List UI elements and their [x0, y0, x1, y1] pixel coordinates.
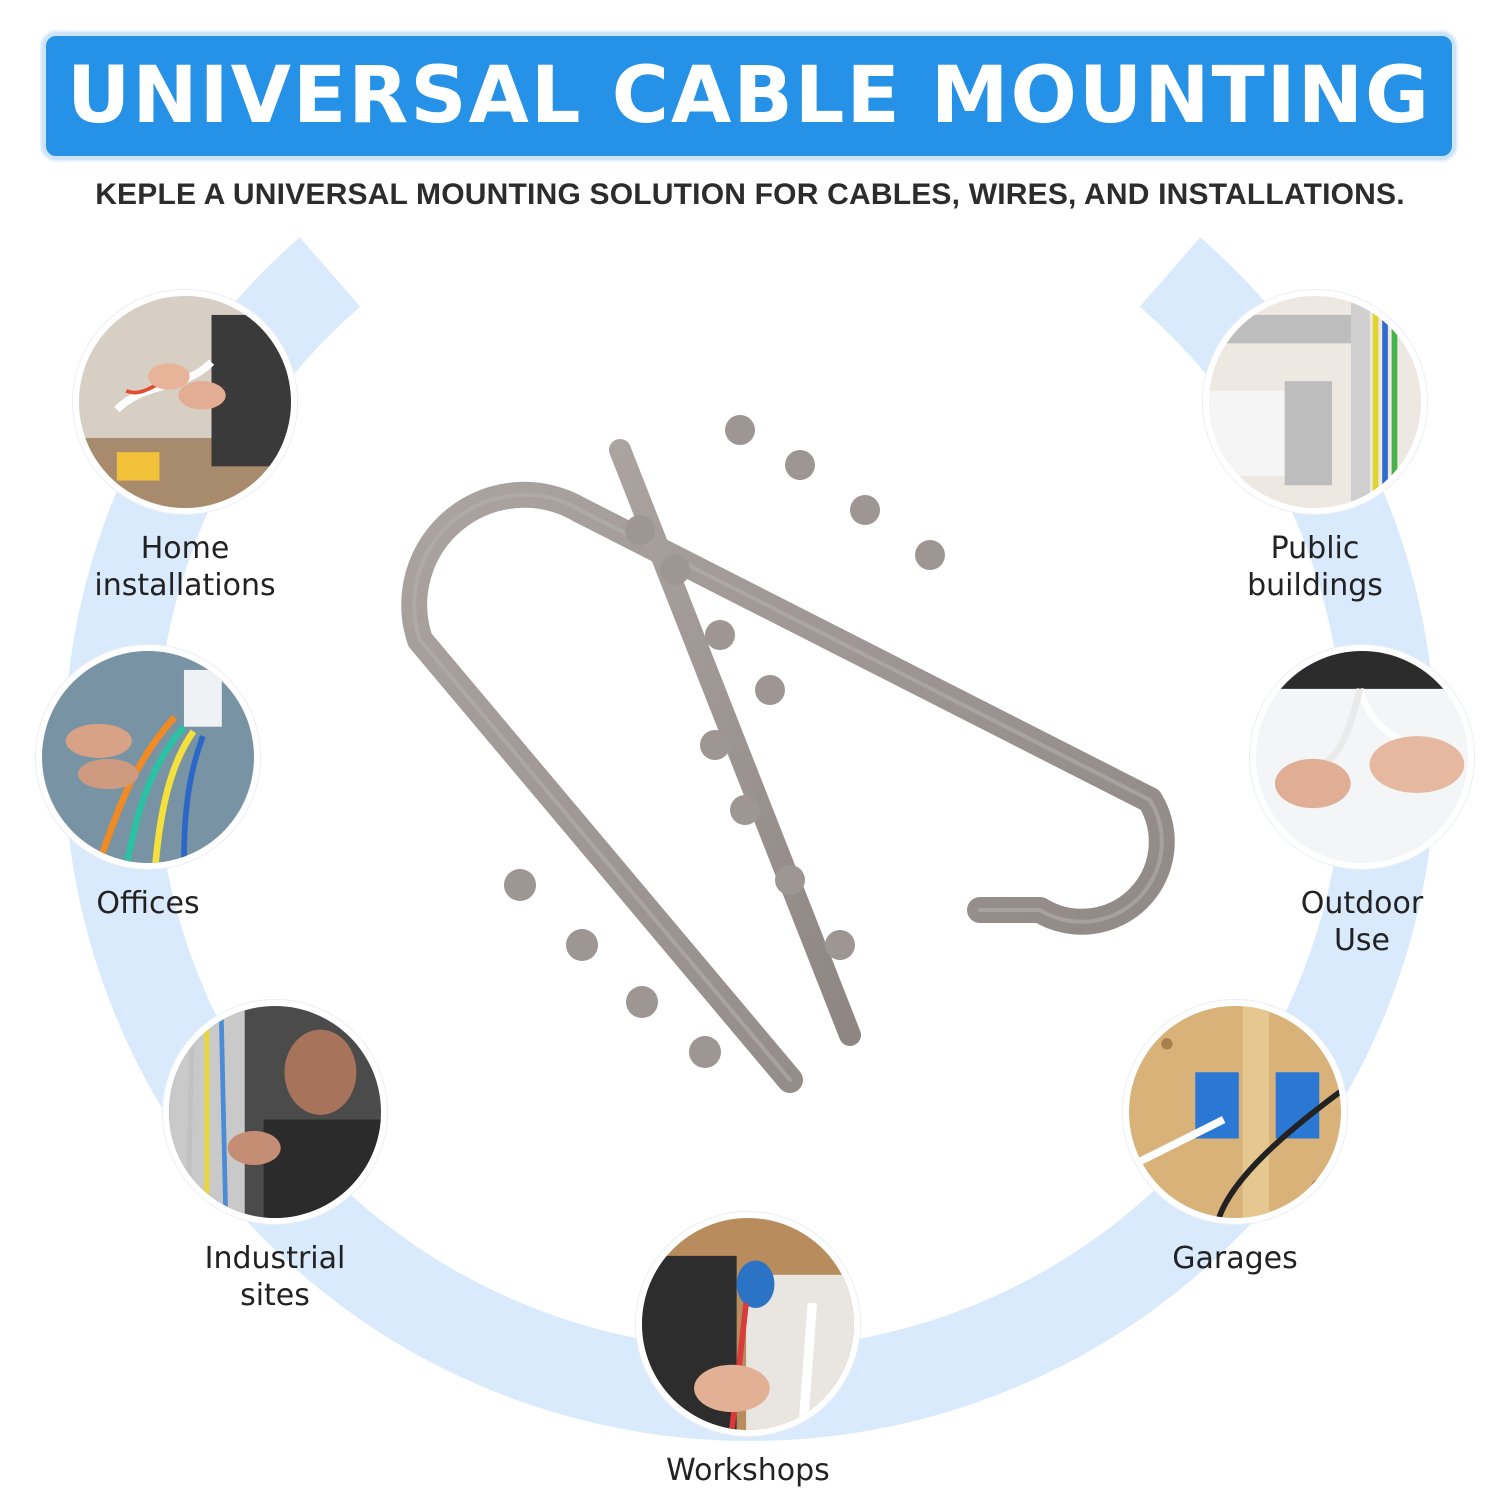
home-wiring-photo — [73, 290, 297, 514]
usecase-label: Outdoor Use — [1300, 886, 1424, 958]
outdoor-cable-photo — [1250, 645, 1474, 869]
usecase-industrial-sites: Industrial sites — [125, 1000, 425, 1314]
usecase-outdoor-use: Outdoor Use — [1212, 645, 1500, 959]
strap-1-teeth — [625, 515, 855, 960]
usecase-label: Public buildings — [1247, 531, 1383, 603]
usecase-label: Industrial sites — [204, 1241, 346, 1313]
usecase-home-installations: Home installations — [35, 290, 335, 604]
workshop-wiring-photo — [636, 1212, 860, 1436]
usecase-label: Garages — [1172, 1241, 1298, 1276]
industrial-wiring-photo — [163, 1000, 387, 1224]
page-subtitle: KEPLE A UNIVERSAL MOUNTING SOLUTION FOR … — [95, 178, 1405, 211]
panel-wiring-photo — [1203, 290, 1427, 514]
loop-teeth — [504, 869, 721, 1068]
usecase-label: Home installations — [94, 531, 276, 603]
page-title: UNIVERSAL CABLE MOUNTING — [66, 51, 1432, 141]
straight-strap-1 — [609, 439, 861, 1046]
strap-2-teeth — [725, 415, 945, 570]
title-banner: UNIVERSAL CABLE MOUNTING — [42, 32, 1456, 160]
usecase-workshops: Workshops — [598, 1212, 898, 1489]
garage-wiring-photo — [1123, 1000, 1347, 1224]
usecase-offices: Offices — [0, 645, 298, 922]
usecase-label: Workshops — [666, 1453, 830, 1488]
office-wiring-photo — [36, 645, 260, 869]
usecase-public-buildings: Public buildings — [1165, 290, 1465, 604]
cable-clip-product-image — [401, 415, 1175, 1093]
usecase-garages: Garages — [1085, 1000, 1385, 1277]
loop-band — [401, 481, 1175, 1093]
usecase-label: Offices — [96, 886, 200, 921]
